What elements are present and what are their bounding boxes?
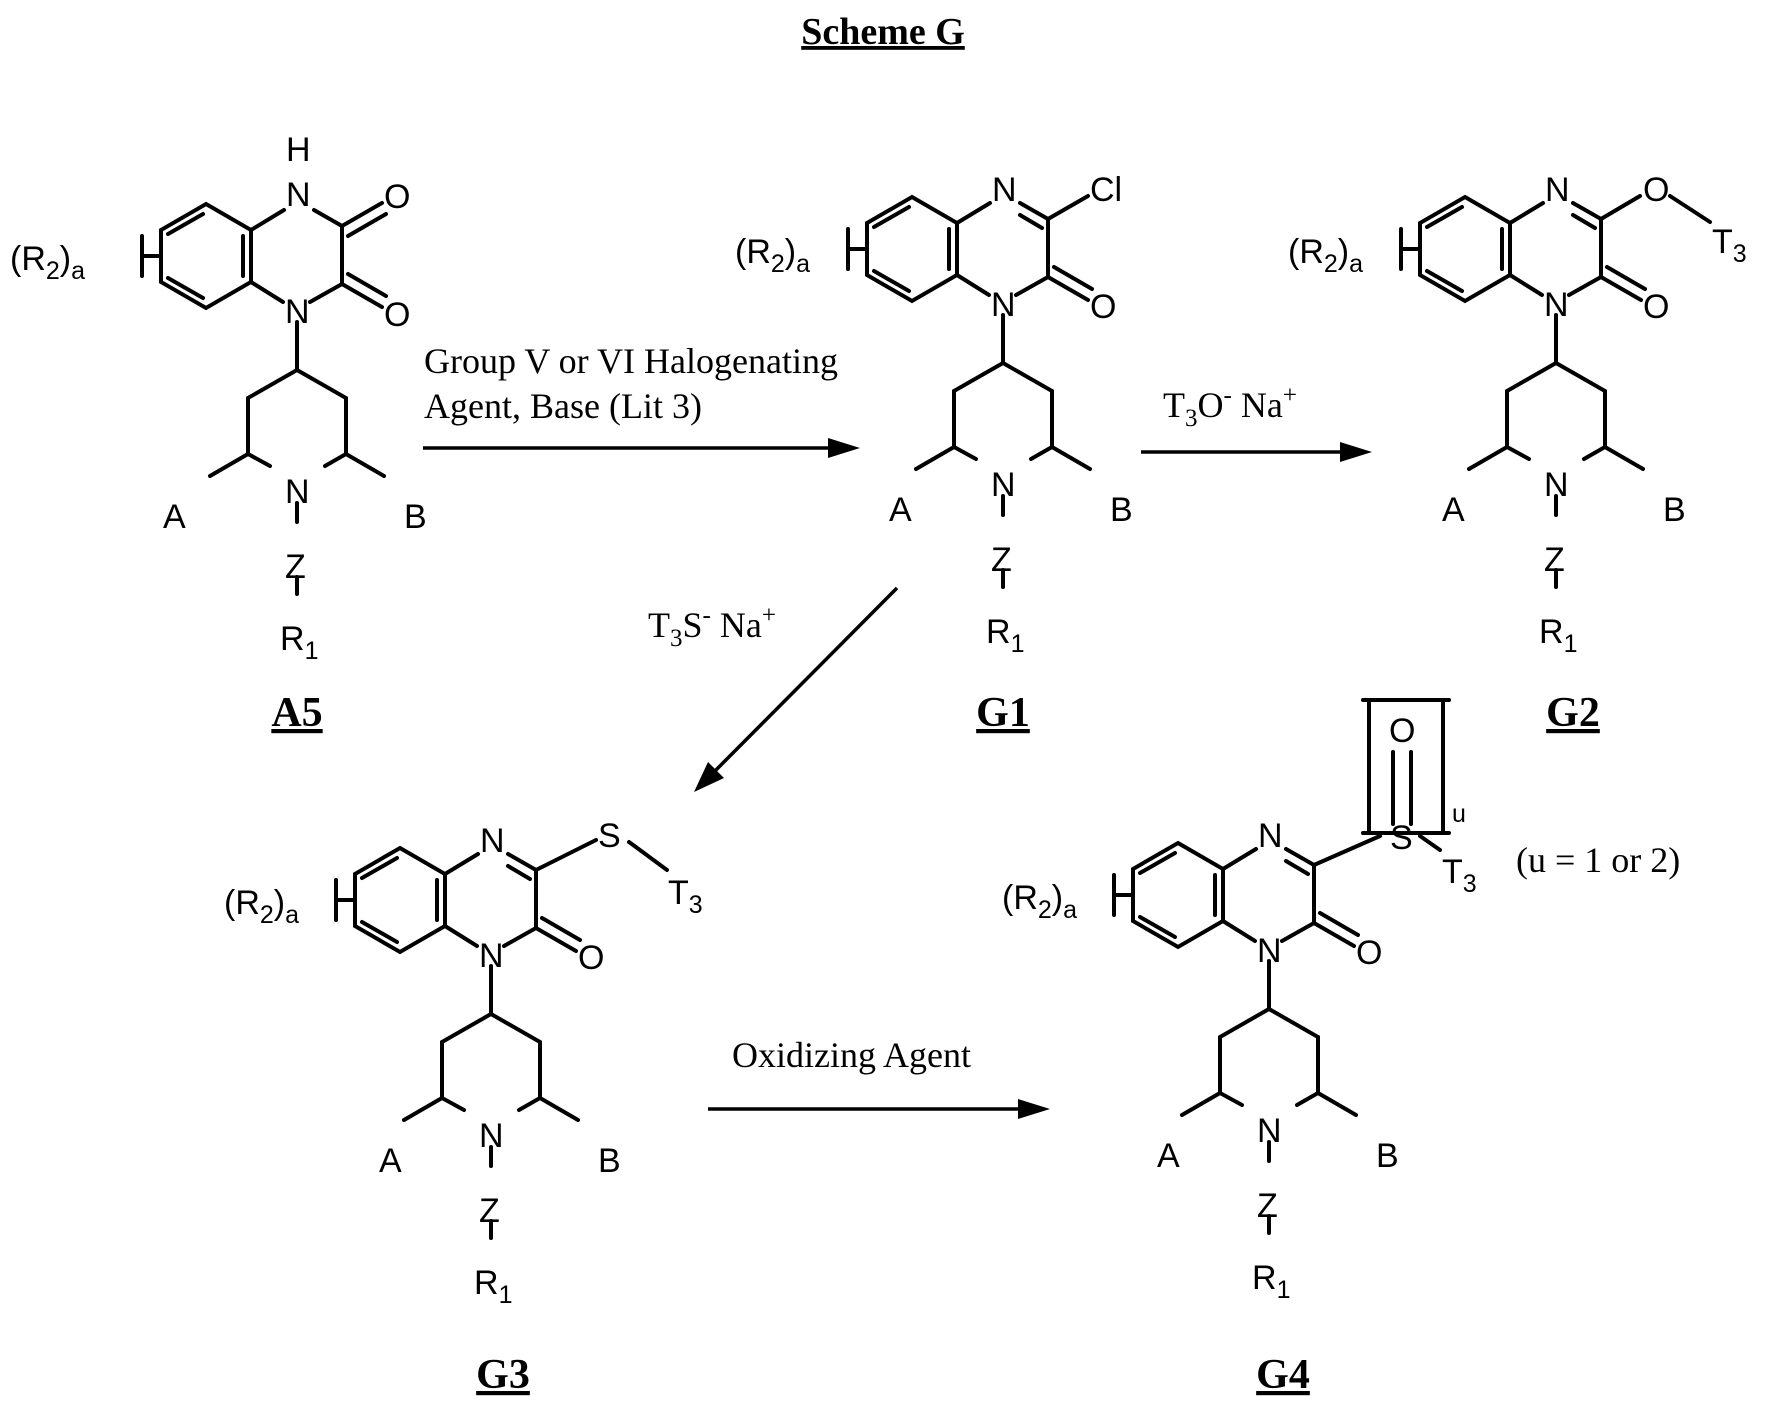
g1-o: O <box>1090 288 1116 326</box>
g3-label: G3 <box>476 1352 530 1398</box>
g2-z: Z <box>1544 541 1565 579</box>
a5-o-bottom: O <box>384 296 410 334</box>
g3-n-ring: N <box>479 937 504 975</box>
g3-z: Z <box>479 1192 500 1230</box>
g3-r1: R1 <box>474 1264 512 1309</box>
g3-r2: (R2)a <box>224 884 299 929</box>
g2-o-ether: O <box>1643 171 1669 209</box>
a5-nh-h: H <box>286 131 311 169</box>
g4-a: A <box>1157 1137 1180 1175</box>
g3-n-pip: N <box>479 1117 504 1155</box>
g4-z: Z <box>1257 1187 1278 1225</box>
a5-r2: (R2)a <box>10 240 85 285</box>
a5-o-top: O <box>384 178 410 216</box>
arrow-g1-to-g2 <box>1141 442 1372 462</box>
a5-nh-n: N <box>286 176 311 214</box>
g4-r1: R1 <box>1252 1259 1290 1304</box>
g4-t3: T3 <box>1442 853 1477 898</box>
g3-n-top: N <box>480 822 505 860</box>
g4-o: O <box>1356 934 1382 972</box>
g2-b: B <box>1663 491 1686 529</box>
g1-structure <box>848 196 1092 587</box>
reagent-halogenating-line2: Agent, Base (Lit 3) <box>424 386 702 426</box>
g1-label: G1 <box>976 690 1030 736</box>
g2-t3: T3 <box>1712 223 1747 268</box>
g3-a: A <box>379 1142 402 1180</box>
reagent-alkoxide: T3O- Na+ <box>1163 382 1297 432</box>
arrow-a5-to-g1 <box>423 438 860 458</box>
g1-n-ring: N <box>991 286 1016 324</box>
g2-n-top: N <box>1545 171 1570 209</box>
g2-r1: R1 <box>1539 613 1577 658</box>
g1-b: B <box>1110 491 1133 529</box>
g4-n-top: N <box>1258 817 1283 855</box>
g1-z: Z <box>991 541 1012 579</box>
g3-o: O <box>578 939 604 977</box>
g4-n-pip: N <box>1257 1112 1282 1150</box>
g4-label: G4 <box>1256 1352 1310 1398</box>
g2-r2: (R2)a <box>1288 233 1363 278</box>
g4-oxo: O <box>1389 712 1415 750</box>
g2-n-pip: N <box>1544 466 1569 504</box>
compound-g4: N O u S T3 (u = 1 or 2) O N N A B Z R1 (… <box>1002 700 1680 1398</box>
a5-z: Z <box>285 548 306 586</box>
g3-t3: T3 <box>668 874 703 919</box>
g1-n-pip: N <box>991 466 1016 504</box>
a5-label: A5 <box>271 690 322 736</box>
g2-n-ring: N <box>1544 286 1569 324</box>
a5-b: B <box>404 498 427 536</box>
g3-b: B <box>598 1142 621 1180</box>
a5-a: A <box>163 498 186 536</box>
scheme-title: Scheme G <box>801 11 965 53</box>
g4-n-ring: N <box>1257 932 1282 970</box>
g1-cl: Cl <box>1090 171 1122 209</box>
arrow-g3-to-g4 <box>708 1099 1050 1119</box>
g4-s: S <box>1390 819 1413 857</box>
g1-a: A <box>889 491 912 529</box>
g4-u-note: (u = 1 or 2) <box>1516 840 1680 880</box>
g1-n-top: N <box>992 171 1017 209</box>
a5-n-ring: N <box>285 293 310 331</box>
g2-label: G2 <box>1546 690 1600 736</box>
g2-a: A <box>1442 491 1465 529</box>
compound-a5: H N O O N N A B Z R1 (R2)a A5 <box>10 131 427 736</box>
reagent-thiolate: T3S- Na+ <box>648 602 776 652</box>
compound-g1: N Cl O N N A B Z R1 (R2)a G1 <box>735 171 1133 736</box>
g1-r1: R1 <box>986 613 1024 658</box>
reagent-halogenating-line1: Group V or VI Halogenating <box>424 341 838 381</box>
reagent-oxidizing: Oxidizing Agent <box>732 1035 971 1075</box>
g4-r2: (R2)a <box>1002 879 1077 924</box>
g2-o: O <box>1643 288 1669 326</box>
g4-b: B <box>1376 1137 1399 1175</box>
g1-r2: (R2)a <box>735 233 810 278</box>
a5-r1: R1 <box>280 620 318 665</box>
g4-u: u <box>1452 800 1466 828</box>
g3-s: S <box>598 817 621 855</box>
a5-n-pip: N <box>285 473 310 511</box>
compound-g3: N S T3 O N N A B Z R1 (R2)a G3 <box>224 817 703 1398</box>
